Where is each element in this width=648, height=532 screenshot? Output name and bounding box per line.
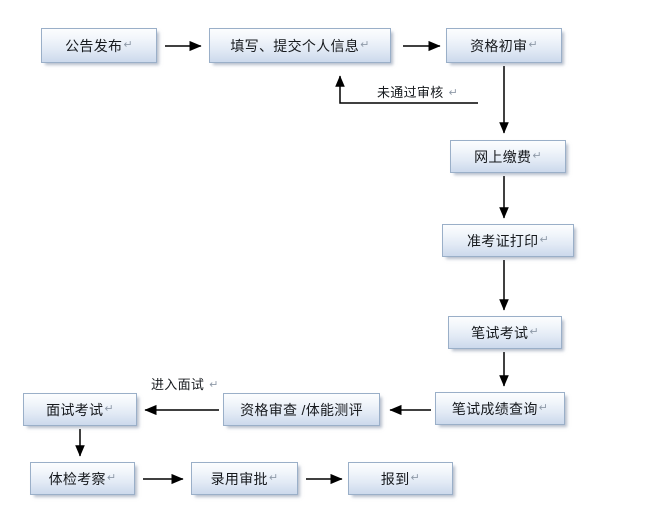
pilcrow-mark: ↵ bbox=[209, 379, 219, 391]
node-report-in[interactable]: 报到 ↵ bbox=[348, 462, 453, 495]
pilcrow-mark: ↵ bbox=[538, 402, 549, 414]
node-label: 笔试成绩查询 bbox=[451, 400, 538, 417]
pilcrow-mark: ↵ bbox=[539, 234, 550, 246]
node-admission-ticket-print[interactable]: 准考证打印 ↵ bbox=[442, 224, 574, 257]
edge-label-text: 进入面试 bbox=[151, 377, 205, 392]
edge-label-text: 未通过审核 bbox=[377, 85, 444, 100]
pilcrow-mark: ↵ bbox=[529, 326, 539, 338]
node-notice-release[interactable]: 公告发布 ↵ bbox=[41, 28, 157, 63]
pilcrow-mark: ↵ bbox=[528, 39, 538, 51]
node-label: 公告发布 bbox=[65, 37, 123, 54]
node-label: 报到 bbox=[380, 470, 410, 487]
node-written-score-query[interactable]: 笔试成绩查询 ↵ bbox=[435, 392, 565, 425]
node-label: 网上缴费 bbox=[474, 148, 532, 165]
pilcrow-mark: ↵ bbox=[360, 39, 370, 51]
node-label: 录用审批 bbox=[210, 470, 268, 487]
node-hiring-approval[interactable]: 录用审批 ↵ bbox=[191, 462, 298, 495]
node-online-payment[interactable]: 网上缴费 ↵ bbox=[450, 140, 566, 173]
node-label: 面试考试 bbox=[46, 401, 104, 418]
node-label: 准考证打印 bbox=[466, 232, 539, 249]
pilcrow-mark: ↵ bbox=[532, 150, 542, 162]
node-physical-exam-investigation[interactable]: 体检考察 ↵ bbox=[30, 462, 135, 495]
pilcrow-mark: ↵ bbox=[448, 87, 458, 99]
node-fill-submit-personal-info[interactable]: 填写、提交个人信息 ↵ bbox=[209, 28, 391, 63]
node-label: 体检考察 bbox=[48, 470, 106, 487]
pilcrow-mark: ↵ bbox=[104, 403, 114, 415]
node-label: 资格初审 bbox=[470, 37, 528, 54]
edge-label-enter-interview: 进入面试 ↵ bbox=[151, 374, 219, 393]
node-qualification-check-physical-test[interactable]: 资格审查 /体能测评 bbox=[223, 393, 380, 426]
node-label: 填写、提交个人信息 bbox=[230, 37, 360, 54]
node-preliminary-qualification-review[interactable]: 资格初审 ↵ bbox=[446, 28, 562, 63]
pilcrow-mark: ↵ bbox=[106, 472, 117, 484]
node-interview-exam[interactable]: 面试考试 ↵ bbox=[23, 393, 137, 426]
node-label: 笔试考试 bbox=[471, 324, 529, 341]
pilcrow-mark: ↵ bbox=[123, 39, 133, 51]
pilcrow-mark: ↵ bbox=[410, 472, 421, 484]
pilcrow-mark: ↵ bbox=[268, 472, 279, 484]
edge-label-review-failed: 未通过审核 ↵ bbox=[377, 82, 458, 101]
node-label: 资格审查 /体能测评 bbox=[240, 401, 363, 418]
node-written-exam[interactable]: 笔试考试 ↵ bbox=[448, 316, 562, 349]
